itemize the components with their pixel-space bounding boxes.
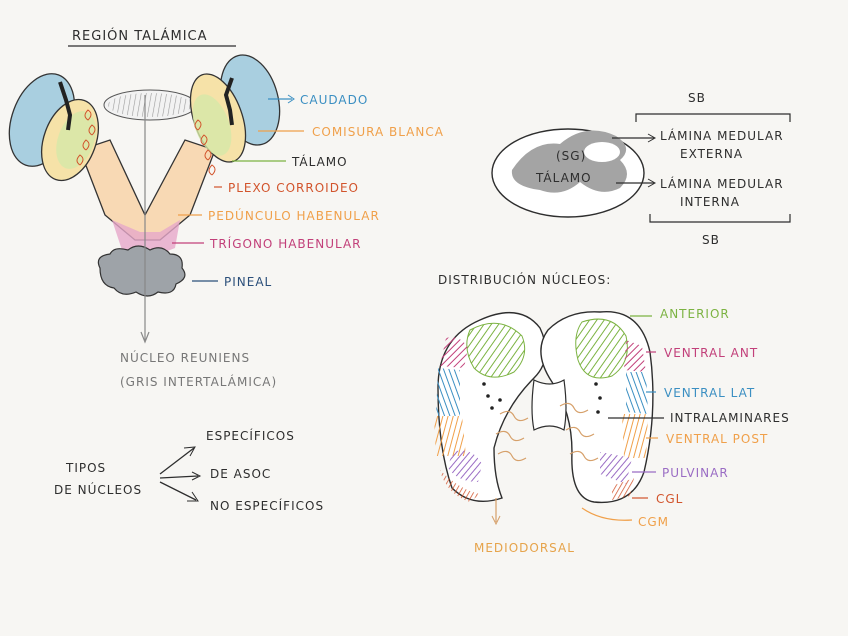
arrowhead-mediodorsal [491, 515, 501, 526]
label-nucleo-reuniens: NÚCLEO REUNIENS [120, 350, 250, 365]
nucleus-pulvinar-left [448, 450, 482, 482]
bracket-sb-bottom [649, 214, 791, 223]
intralaminar-dot [482, 382, 486, 386]
label-cgm: CGM [638, 515, 669, 529]
label-nucleo-reuniens-sub: (GRIS INTERTALÁMICA) [120, 374, 277, 389]
arrowhead-lamina-externa [647, 133, 657, 143]
label-talamo: TÁLAMO [291, 154, 348, 169]
nucleus-ventral-ant-right [624, 340, 646, 372]
label-anterior: ANTERIOR [660, 307, 730, 321]
label-ventral-ant: VENTRAL ANT [664, 346, 758, 360]
thalamus-left-green [56, 111, 96, 169]
section-white-core [584, 142, 620, 162]
label-pedunculo: PEDÚNCULO HABENULAR [208, 208, 380, 223]
label-plexo: PLEXO CORROIDEO [228, 181, 359, 195]
dorsal-labels: CAUDADO COMISURA BLANCA TÁLAMO PLEXO COR… [120, 93, 444, 389]
intralaminar-dot [598, 396, 602, 400]
arrowhead-asoc [191, 471, 202, 481]
nucleus-ventral-post-right [622, 414, 648, 458]
bracket-sb-top [635, 113, 791, 122]
label-ventral-post: VENTRAL POST [666, 432, 768, 446]
nucleus-ventral-ant-left [440, 337, 468, 368]
label-sg: (SG) [556, 149, 586, 163]
dorsal-view [8, 54, 281, 344]
tipos-nucleos: TIPOS DE NÚCLEOS ESPECÍFICOS DE ASOC NO … [54, 428, 324, 513]
nuclei-distribution [434, 311, 654, 526]
branch-asoc [159, 475, 199, 479]
label-lamina-externa-1: LÁMINA MEDULAR [660, 128, 784, 143]
label-asoc: DE ASOC [210, 467, 271, 481]
commissure-hatch [108, 93, 192, 117]
intralaminar-dot [490, 406, 494, 410]
branch-no-especificos [159, 481, 197, 501]
label-tipos-2: DE NÚCLEOS [54, 482, 142, 497]
label-mediodorsal: MEDIODORSAL [474, 541, 575, 555]
choroid-plexus-left [76, 109, 96, 166]
distribution-labels: ANTERIOR VENTRAL ANT VENTRAL LAT INTRALA… [474, 307, 790, 555]
nucleus-cgl-left [440, 470, 480, 502]
intralaminar-dot [594, 382, 598, 386]
label-lamina-interna-1: LÁMINA MEDULAR [660, 176, 784, 191]
label-ventral-lat: VENTRAL LAT [664, 386, 755, 400]
label-trigono: TRÍGONO HABENULAR [209, 236, 362, 251]
label-cgl: CGL [656, 492, 683, 506]
arrowhead-lamina-interna [647, 178, 657, 188]
nucleus-ventral-post-left [434, 416, 466, 456]
nucleus-ventral-lat-right [626, 372, 648, 414]
arrowhead-no-especificos [187, 491, 199, 502]
label-pulvinar: PULVINAR [662, 466, 729, 480]
nucleus-ventral-lat-left [436, 368, 460, 416]
label-sb-bottom: SB [702, 233, 720, 247]
pineal-gland [97, 245, 186, 297]
nucleus-anterior-right [575, 318, 628, 379]
choroid-plexus-right [194, 119, 216, 176]
arrow-cgm [581, 507, 633, 521]
stria-left [58, 81, 73, 131]
midline-arrowhead [140, 331, 150, 344]
nucleus-cgl-right [612, 478, 634, 500]
nucleus-anterior-left [466, 322, 526, 378]
arrowhead-caudado [287, 94, 295, 104]
cross-section: SB SB (SG) TÁLAMO LÁMINA MEDULAR EXTERNA… [491, 91, 791, 247]
stria-right [223, 77, 234, 126]
label-talamo-section: TÁLAMO [535, 170, 592, 185]
label-tipos-1: TIPOS [65, 461, 106, 475]
label-pineal: PINEAL [224, 275, 272, 289]
intralaminar-dot [498, 398, 502, 402]
label-caudado: CAUDADO [300, 93, 368, 107]
label-sb-top: SB [688, 91, 706, 105]
thalamus-right-green [192, 94, 232, 156]
nucleus-mediodorsal [495, 402, 599, 462]
label-lamina-externa-2: EXTERNA [680, 147, 743, 161]
distribucion-title: DISTRIBUCIÓN NÚCLEOS: [438, 272, 611, 287]
branch-especificos [159, 447, 195, 475]
label-intralaminares: INTRALAMINARES [670, 411, 790, 425]
interthalamic-adhesion [531, 379, 567, 431]
label-no-especificos: NO ESPECÍFICOS [210, 498, 324, 513]
intralaminar-dot [596, 410, 600, 414]
intralaminar-dot [486, 394, 490, 398]
label-comisura: COMISURA BLANCA [312, 125, 444, 139]
label-especificos: ESPECÍFICOS [206, 428, 295, 443]
nucleus-pulvinar-right [600, 452, 632, 484]
thalamus-body [79, 139, 216, 241]
arrowhead-especificos [183, 446, 196, 457]
label-lamina-interna-2: INTERNA [680, 195, 740, 209]
diagram-title: REGIÓN TALÁMICA [72, 28, 208, 44]
